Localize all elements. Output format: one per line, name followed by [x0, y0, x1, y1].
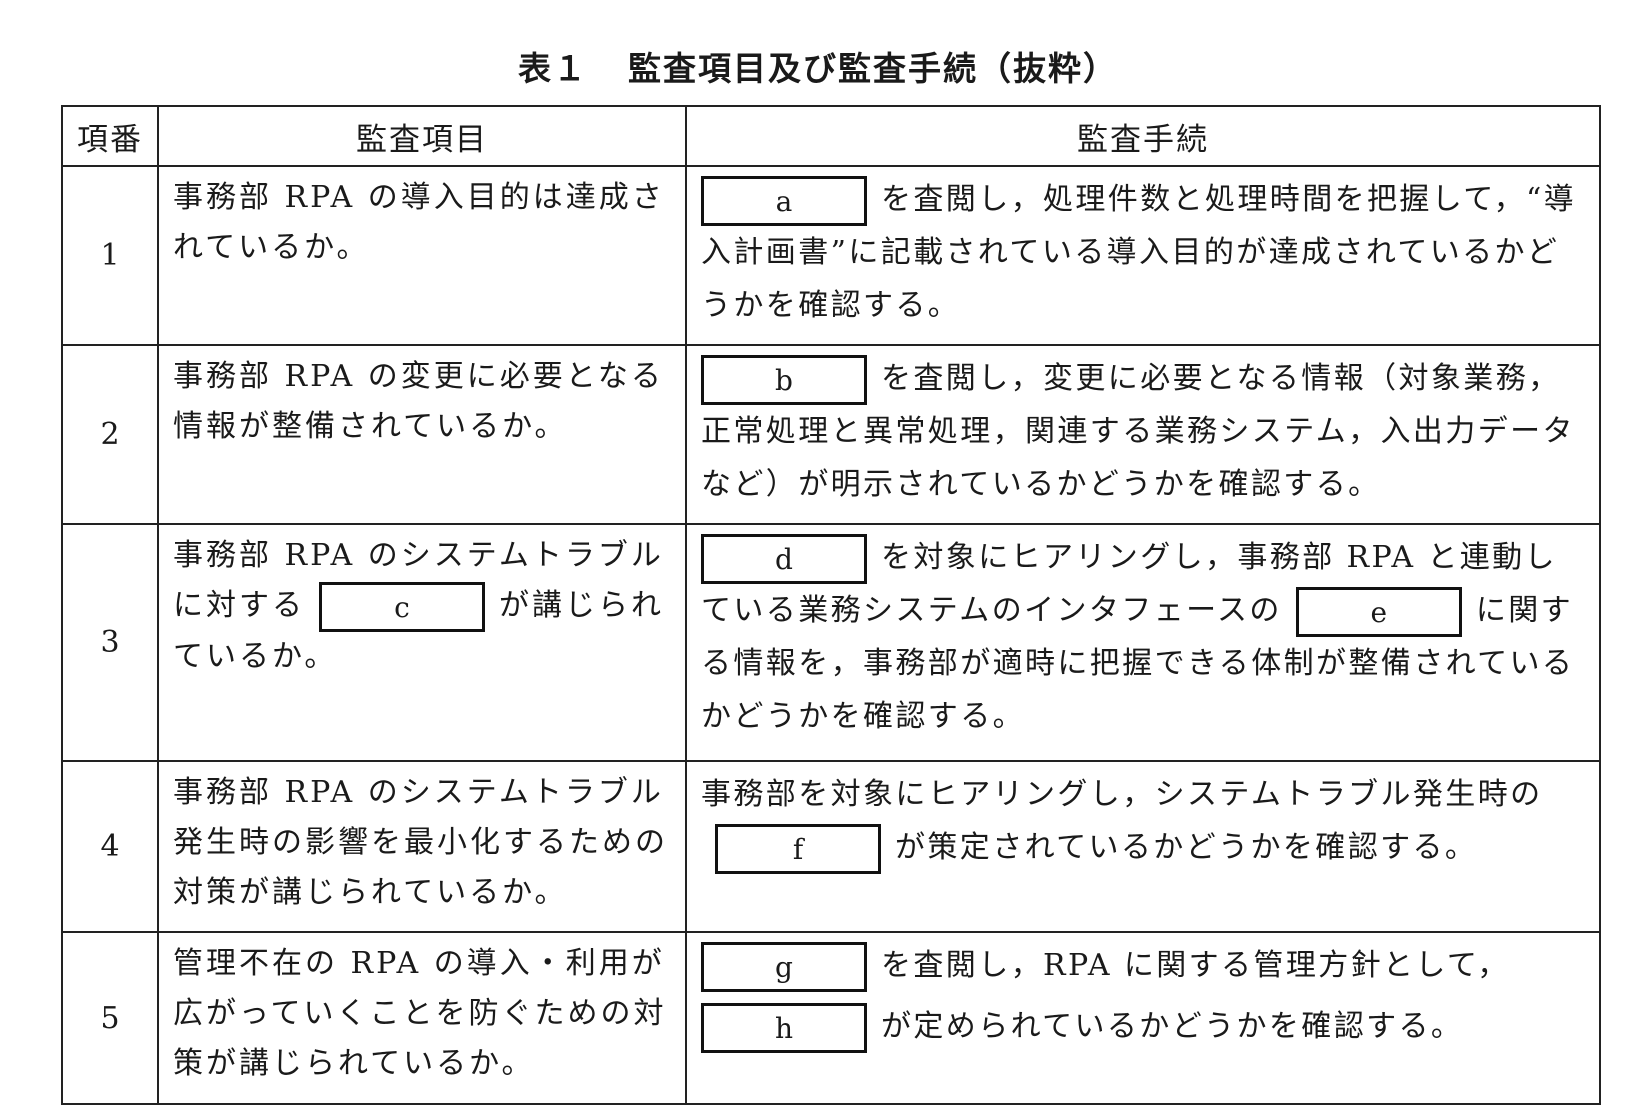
table-number: 表１ — [518, 49, 588, 88]
procedure-line: h が定められているかどうかを確認する。 — [701, 1000, 1585, 1053]
header-no: 項番 — [61, 105, 159, 167]
row-number: 3 — [61, 523, 159, 762]
procedure-text: を査閲し，RPA に関する管理方針として， — [881, 948, 1510, 983]
audit-table: 項番 監査項目 監査手続 1 事務部 RPA の導入目的は達成されているか。 a… — [61, 105, 1601, 1105]
procedure-text: 事務部を対象にヒアリングし，システムトラブル発生時の — [701, 777, 1543, 812]
blank-box-h: h — [701, 1003, 867, 1053]
table-title: 表１ 監査項目及び監査手続（抜粋） — [0, 42, 1636, 90]
blank-box-c: c — [319, 582, 485, 632]
blank-box-g: g — [701, 942, 867, 992]
header-procedure: 監査手続 — [685, 105, 1601, 167]
procedure-text: を査閲し，処理件数と処理時間を把握して，“導入計画書”に記載されている導入目的が… — [701, 182, 1577, 323]
procedure-text: を査閲し，変更に必要となる情報（対象業務，正常処理と異常処理，関連する業務システ… — [701, 361, 1575, 502]
procedure-text: が策定されているかどうかを確認する。 — [895, 830, 1478, 865]
row-number: 4 — [61, 760, 159, 933]
procedure-text: を対象にヒアリングし，事務部 RPA と連動している業務システムのインタフェース… — [701, 540, 1557, 628]
procedure-line: g を査閲し，RPA に関する管理方針として， — [701, 939, 1585, 992]
item-text: 事務部 RPA のシステムトラブルに対する — [173, 538, 664, 623]
row-number: 5 — [61, 931, 159, 1105]
item-text: が講じられているか。 — [173, 588, 664, 674]
row-number: 1 — [61, 165, 159, 346]
blank-box-d: d — [701, 534, 867, 584]
audit-procedure: g を査閲し，RPA に関する管理方針として， h が定められているかどうかを確認す… — [685, 931, 1601, 1105]
blank-box-e: e — [1295, 587, 1462, 637]
audit-item: 事務部 RPA の変更に必要となる情報が整備されているか。 — [157, 344, 687, 525]
procedure-text: が定められているかどうかを確認する。 — [881, 1009, 1464, 1044]
audit-item: 管理不在の RPA の導入・利用が広がっていくことを防ぐための対策が講じられてい… — [157, 931, 687, 1105]
header-row: 項番 監査項目 監査手続 — [61, 105, 1601, 167]
audit-item: 事務部 RPA のシステムトラブル発生時の影響を最小化するための対策が講じられて… — [157, 760, 687, 933]
blank-box-f: f — [715, 824, 881, 874]
table-row: 4 事務部 RPA のシステムトラブル発生時の影響を最小化するための対策が講じら… — [61, 760, 1601, 933]
row-number: 2 — [61, 344, 159, 525]
table-caption: 監査項目及び監査手続（抜粋） — [628, 49, 1118, 88]
procedure-text: に関する情報を，事務部が適時に把握できる体制が整備されているかどうかを確認する。 — [701, 593, 1575, 734]
audit-item: 事務部 RPA の導入目的は達成されているか。 — [157, 165, 687, 346]
blank-box-a: a — [701, 176, 867, 226]
blank-box-b: b — [701, 355, 867, 405]
table-row: 5 管理不在の RPA の導入・利用が広がっていくことを防ぐための対策が講じられ… — [61, 931, 1601, 1105]
header-item: 監査項目 — [157, 105, 687, 167]
audit-procedure: 事務部を対象にヒアリングし，システムトラブル発生時の f が策定されているかどうかを… — [685, 760, 1601, 933]
